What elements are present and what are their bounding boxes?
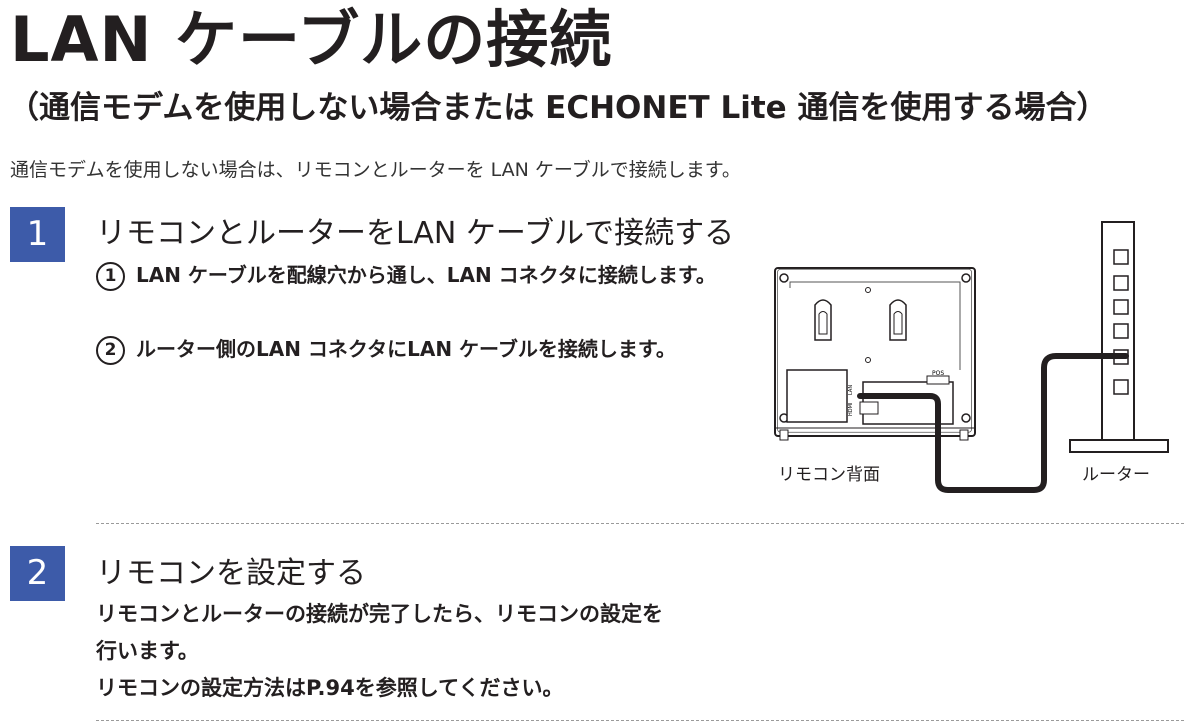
substep-2-marker: 2 — [96, 336, 125, 365]
step-2-body: リモコンとルーターの接続が完了したら、リモコンの設定を 行います。 リモコンの設… — [96, 596, 736, 707]
step-1-substep-1: 1 LAN ケーブルを配線穴から通し、LAN コネクタに接続します。 — [96, 260, 726, 291]
substep-2-text: ルーター側のLAN コネクタにLAN ケーブルを接続します。 — [136, 337, 676, 361]
step-1-number-badge: 1 — [10, 207, 65, 262]
section-divider-bottom — [96, 720, 1184, 721]
lan-cable — [857, 353, 1129, 493]
step-1-substep-2: 2 ルーター側のLAN コネクタにLAN ケーブルを接続します。 — [96, 334, 726, 365]
router-label: ルーター — [1082, 465, 1150, 485]
step-2-line-1: リモコンとルーターの接続が完了したら、リモコンの設定を — [96, 602, 663, 626]
page-subtitle: （通信モデムを使用しない場合または ECHONET Lite 通信を使用する場合… — [8, 90, 1108, 126]
substep-1-marker: 1 — [96, 262, 125, 291]
remote-back-label: リモコン背面 — [778, 465, 880, 485]
router — [1069, 221, 1169, 453]
pos-label: POS — [932, 370, 944, 377]
page-title: LAN ケーブルの接続 — [10, 3, 613, 76]
remote-back-panel: POS HDMI LAN — [774, 267, 976, 441]
connection-diagram: POS HDMI LAN リモコン背面 ルーター — [774, 221, 1169, 493]
step-2-line-2: 行います。 — [96, 639, 199, 663]
step-1-title: リモコンとルーターをLAN ケーブルで接続する — [96, 216, 735, 251]
step-2-number-badge: 2 — [10, 546, 65, 601]
section-divider — [96, 523, 1184, 524]
intro-text: 通信モデムを使用しない場合は、リモコンとルーターを LAN ケーブルで接続します… — [10, 159, 741, 181]
lan-label: LAN — [848, 385, 854, 395]
hdmi-label: HDMI — [848, 403, 854, 416]
step-2-line-3: リモコンの設定方法はP.94を参照してください。 — [96, 676, 564, 700]
substep-1-text: LAN ケーブルを配線穴から通し、LAN コネクタに接続します。 — [136, 263, 716, 287]
step-2-title: リモコンを設定する — [96, 556, 366, 591]
